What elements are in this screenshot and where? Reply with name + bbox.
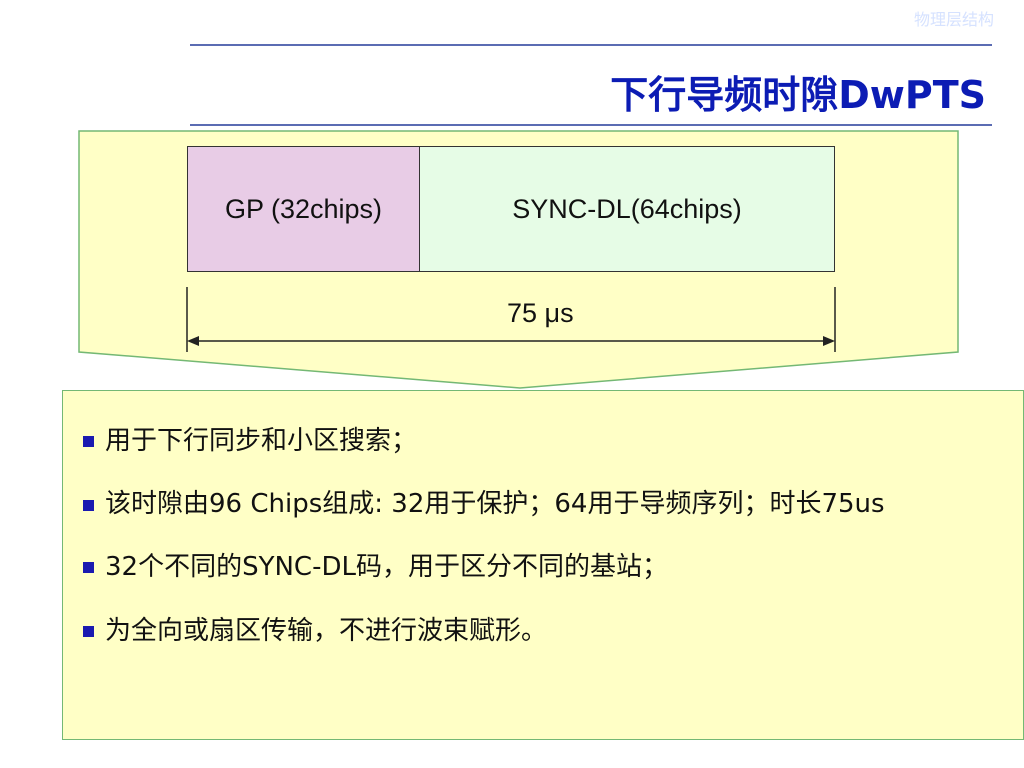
bullet-item: 为全向或扇区传输，不进行波束赋形。 — [83, 599, 1003, 663]
section-label: 物理层结构 — [913, 10, 994, 29]
arrow-left-icon — [187, 336, 199, 346]
bullet-text: 为全向或扇区传输，不进行波束赋形。 — [105, 616, 548, 646]
bullet-text: 用于下行同步和小区搜索； — [105, 426, 418, 456]
arrow-right-icon — [823, 336, 835, 346]
bullet-text: 该时隙由96 Chips组成: 32用于保护；64用于导频序列；时长75us — [105, 489, 885, 519]
duration-label: 75 μs — [507, 298, 574, 328]
dwpts-frame-diagram: GP (32chips) SYNC-DL(64chips) — [187, 146, 835, 272]
bullet-list: 用于下行同步和小区搜索； 该时隙由96 Chips组成: 32用于保护；64用于… — [63, 391, 1023, 663]
square-bullet-icon — [83, 500, 94, 511]
slide-title: 下行导频时隙DwPTS — [610, 73, 986, 117]
gp-segment: GP (32chips) — [188, 147, 420, 271]
bullet-item: 用于下行同步和小区搜索； — [83, 409, 1003, 473]
square-bullet-icon — [83, 436, 94, 447]
header-rule-bottom — [190, 124, 992, 126]
header-rule-top — [190, 44, 992, 46]
bullet-item: 32个不同的SYNC-DL码，用于区分不同的基站； — [83, 535, 1003, 599]
bullet-text: 32个不同的SYNC-DL码，用于区分不同的基站； — [105, 552, 668, 582]
square-bullet-icon — [83, 626, 94, 637]
square-bullet-icon — [83, 562, 94, 573]
bullet-item: 该时隙由96 Chips组成: 32用于保护；64用于导频序列；时长75us — [83, 473, 1003, 535]
bullet-panel: 用于下行同步和小区搜索； 该时隙由96 Chips组成: 32用于保护；64用于… — [62, 390, 1024, 740]
sync-dl-segment: SYNC-DL(64chips) — [420, 147, 834, 271]
